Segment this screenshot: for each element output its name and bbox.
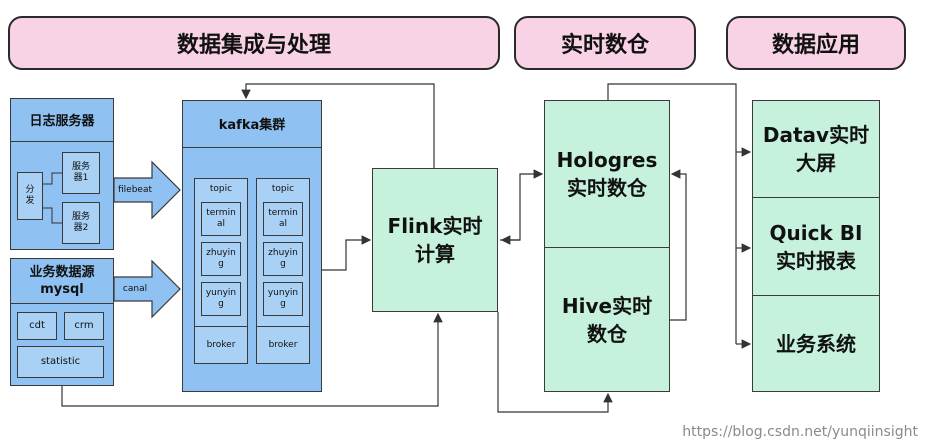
flink-hologres-line <box>500 169 544 241</box>
header-integration: 数据集成与处理 <box>8 16 500 70</box>
warehouse-panel <box>544 100 670 392</box>
topic-terminal-2: termin al <box>263 202 303 236</box>
cdt-node: cdt <box>17 312 57 340</box>
topic-zhuying-2: zhuyin g <box>263 242 303 276</box>
topic-yunying-1: yunyin g <box>201 282 241 316</box>
log-servers-title: 日志服务器 <box>10 98 114 142</box>
watermark-text: https://blog.csdn.net/yunqiinsight <box>682 424 918 440</box>
flink-to-kafka-loop <box>241 83 435 168</box>
business-system-box: 业务系统 <box>776 332 856 356</box>
distribute-to-server2 <box>43 207 62 224</box>
canal-arrow <box>113 259 181 319</box>
crm-node: crm <box>64 312 104 340</box>
warehouse-to-apps-line <box>607 83 737 344</box>
server1-node: 服务 器1 <box>62 152 100 194</box>
db-to-flink-line <box>61 312 443 407</box>
filebeat-label: filebeat <box>117 184 152 195</box>
flink-to-hive-line <box>497 312 613 413</box>
quickbi-box: Quick BI 实时报表 <box>752 198 880 296</box>
kafka-topic-label-2: topic <box>271 183 295 194</box>
hologres-box: Hologres 实时数仓 <box>544 100 670 248</box>
topic-zhuying-1: zhuyin g <box>201 242 241 276</box>
kafka-to-flink-line <box>322 235 372 271</box>
statistic-node: statistic <box>17 346 104 378</box>
kafka-cluster-title: kafka集群 <box>182 100 322 148</box>
datav-box: Datav实时 大屏 <box>752 100 880 198</box>
hive-to-hologres-line <box>670 169 687 321</box>
broker-label-1: broker <box>194 326 248 364</box>
flink-compute-box: Flink实时 计算 <box>372 168 498 312</box>
header-data-application: 数据应用 <box>726 16 906 70</box>
applications-panel <box>752 100 880 392</box>
header-realtime-warehouse: 实时数仓 <box>514 16 696 70</box>
distribute-node: 分 发 <box>17 172 43 220</box>
filebeat-arrow <box>113 160 181 220</box>
canal-label: canal <box>122 283 148 294</box>
topic-terminal-1: termin al <box>201 202 241 236</box>
distribute-to-server1 <box>43 172 62 185</box>
hive-box: Hive实时 数仓 <box>561 294 653 346</box>
server2-node: 服务 器2 <box>62 202 100 244</box>
kafka-topic-label-1: topic <box>209 183 233 194</box>
broker-label-2: broker <box>256 326 310 364</box>
business-db-title: 业务数据源 mysql <box>10 258 114 304</box>
topic-yunying-2: yunyin g <box>263 282 303 316</box>
